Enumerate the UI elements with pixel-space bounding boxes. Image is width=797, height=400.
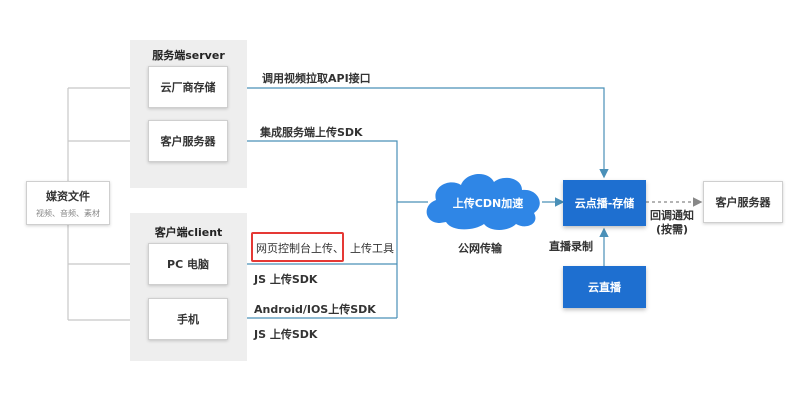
mobile-js-sdk-label: JS 上传SDK [254,328,318,341]
mobile-box: 手机 [148,298,228,340]
callback-label: 回调通知 [650,209,694,222]
vod-storage-box: 云点播-存储 [563,180,646,226]
public-net-label: 公网传输 [458,242,502,255]
server-sdk-label: 集成服务端上传SDK [260,126,363,139]
server-group-title: 服务端server [152,49,225,62]
media-files-title: 媒资文件 [46,189,90,203]
server-customer-server-box: 客户服务器 [148,120,228,162]
live-box: 云直播 [563,266,646,308]
live-record-label: 直播录制 [549,240,593,253]
server-group [130,40,247,188]
upload-tool-label: 上传工具 [350,242,394,255]
web-console-highlight [251,232,344,262]
cloud-api-label: 调用视频拉取API接口 [262,72,371,85]
mobile-sdk-label: Android/IOS上传SDK [254,303,376,316]
media-files-box: 媒资文件 视频、音频、素材 [26,181,110,225]
cloud-storage-box: 云厂商存储 [148,66,228,108]
cdn-cloud-shape [426,174,540,230]
web-console-label: 网页控制台上传、 [256,242,344,255]
media-files-subtitle: 视频、音频、素材 [36,208,100,218]
callback-note-label: (按需) [656,223,689,236]
cloud-storage-to-vod-line [228,87,609,179]
pc-box: PC 电脑 [148,243,228,285]
client-group-title: 客户端client [154,226,223,239]
cdn-label: 上传CDN加速 [452,197,524,210]
sources-to-cdn-lines [228,140,428,319]
pc-js-sdk-label: JS 上传SDK [254,273,318,286]
customer-server-box: 客户服务器 [703,181,783,223]
